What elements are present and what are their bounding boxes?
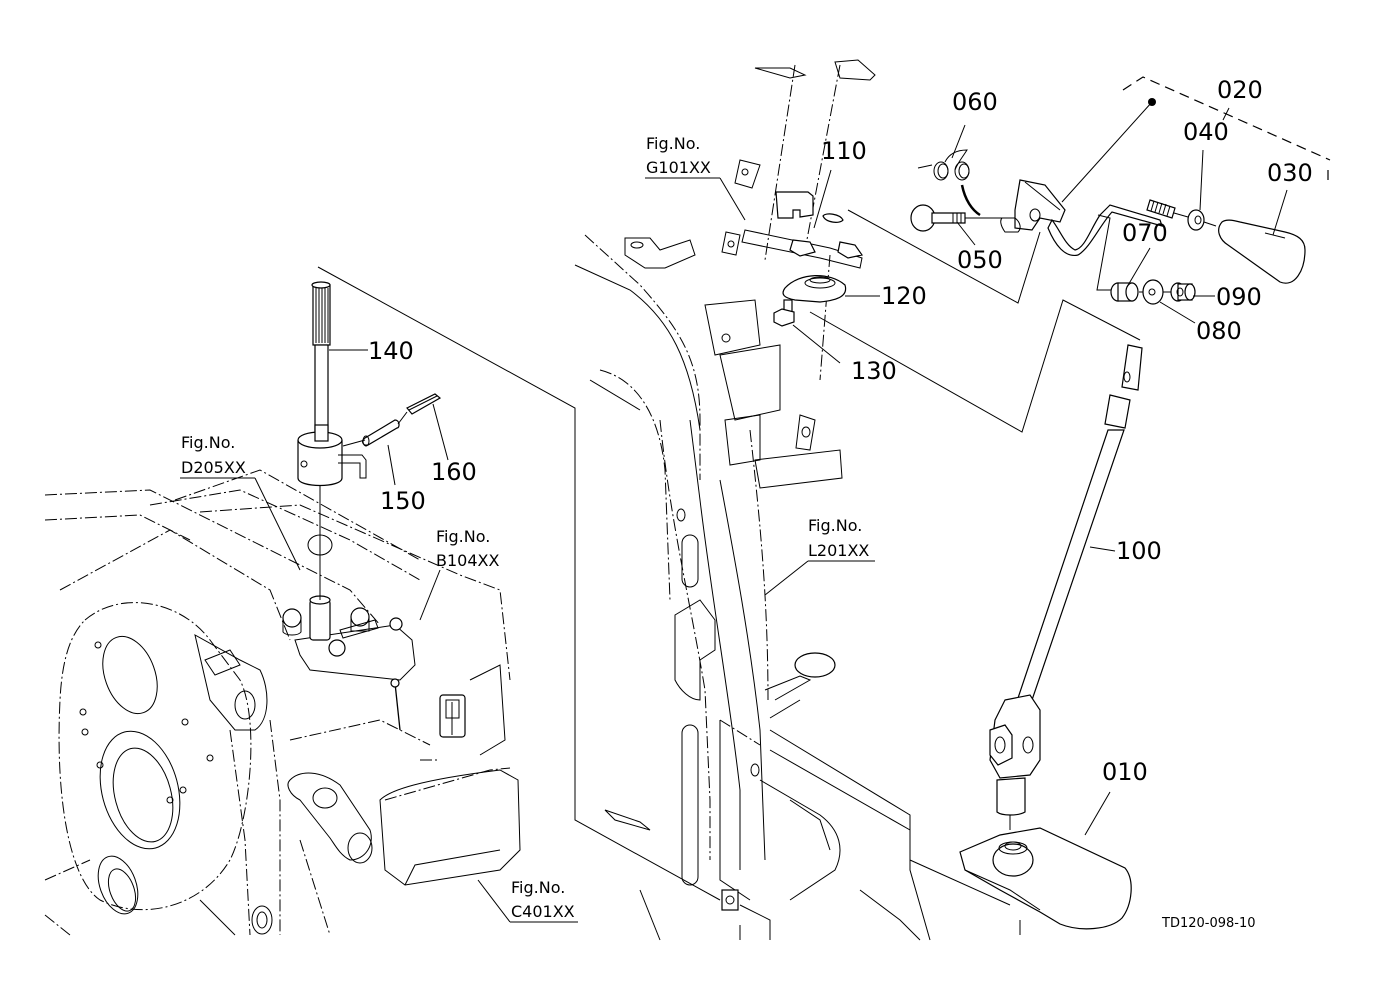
part-label-060: 060 <box>952 88 998 116</box>
bolt-050 <box>910 204 966 232</box>
part-label-040: 040 <box>1183 118 1229 146</box>
part-label-080: 080 <box>1196 317 1242 345</box>
grommet-120 <box>782 275 847 303</box>
part-label-150: 150 <box>380 487 426 515</box>
collar-070 <box>1110 282 1139 302</box>
pin-150 <box>362 419 400 447</box>
spring-pin-160 <box>406 393 442 415</box>
fig-ref-l201xx[interactable]: Fig.No. L201XX <box>808 516 869 560</box>
part-label-030: 030 <box>1267 159 1313 187</box>
nut-040 <box>1187 209 1205 231</box>
part-label-020: 020 <box>1217 76 1263 104</box>
fig-ref-code[interactable]: L201XX <box>808 541 869 560</box>
part-label-130: 130 <box>851 357 897 385</box>
figure-references: Fig.No. G101XX Fig.No. D205XX Fig.No. B1… <box>181 134 869 921</box>
fig-ref-c401xx[interactable]: Fig.No. C401XX <box>511 878 575 921</box>
part-label-100: 100 <box>1116 537 1162 565</box>
nut-090 <box>1170 282 1196 302</box>
part-label-010: 010 <box>1102 758 1148 786</box>
fig-ref-g101xx[interactable]: Fig.No. G101XX <box>646 134 711 177</box>
fig-ref-code[interactable]: C401XX <box>511 902 575 921</box>
fig-ref-prefix: Fig.No. <box>511 878 565 897</box>
fig-ref-code[interactable]: D205XX <box>181 458 246 477</box>
plate-assembly <box>741 229 864 269</box>
knob-030 <box>1218 219 1306 284</box>
part-label-090: 090 <box>1216 283 1262 311</box>
part-label-050: 050 <box>957 246 1003 274</box>
shift-shaft-140 <box>297 281 367 487</box>
fig-ref-prefix: Fig.No. <box>646 134 700 153</box>
cab-frame <box>317 59 931 941</box>
document-code: TD120-098-10 <box>1161 916 1256 931</box>
leader-lines <box>180 107 1288 923</box>
shift-rod-100 <box>989 344 1143 816</box>
fig-ref-d205xx[interactable]: Fig.No. D205XX <box>181 433 246 477</box>
spring-060 <box>917 149 981 217</box>
washer-080 <box>1142 279 1164 305</box>
boot-plate-010 <box>959 827 1132 930</box>
part-label-110: 110 <box>821 137 867 165</box>
shift-lever-020 <box>1000 179 1176 256</box>
transmission-housing <box>44 469 521 936</box>
part-label-120: 120 <box>881 282 927 310</box>
bracket-110 <box>775 191 844 223</box>
fig-ref-prefix: Fig.No. <box>436 527 490 546</box>
part-label-160: 160 <box>431 458 477 486</box>
fig-ref-code[interactable]: B104XX <box>436 551 499 570</box>
fig-ref-b104xx[interactable]: Fig.No. B104XX <box>436 527 499 570</box>
bolt-130 <box>773 299 795 327</box>
fig-ref-prefix: Fig.No. <box>181 433 235 452</box>
part-label-140: 140 <box>368 337 414 365</box>
fig-ref-prefix: Fig.No. <box>808 516 862 535</box>
part-labels: 140 150 160 110 120 130 060 050 020 040 … <box>368 76 1313 786</box>
fig-ref-code[interactable]: G101XX <box>646 158 711 177</box>
part-label-070: 070 <box>1122 219 1168 247</box>
